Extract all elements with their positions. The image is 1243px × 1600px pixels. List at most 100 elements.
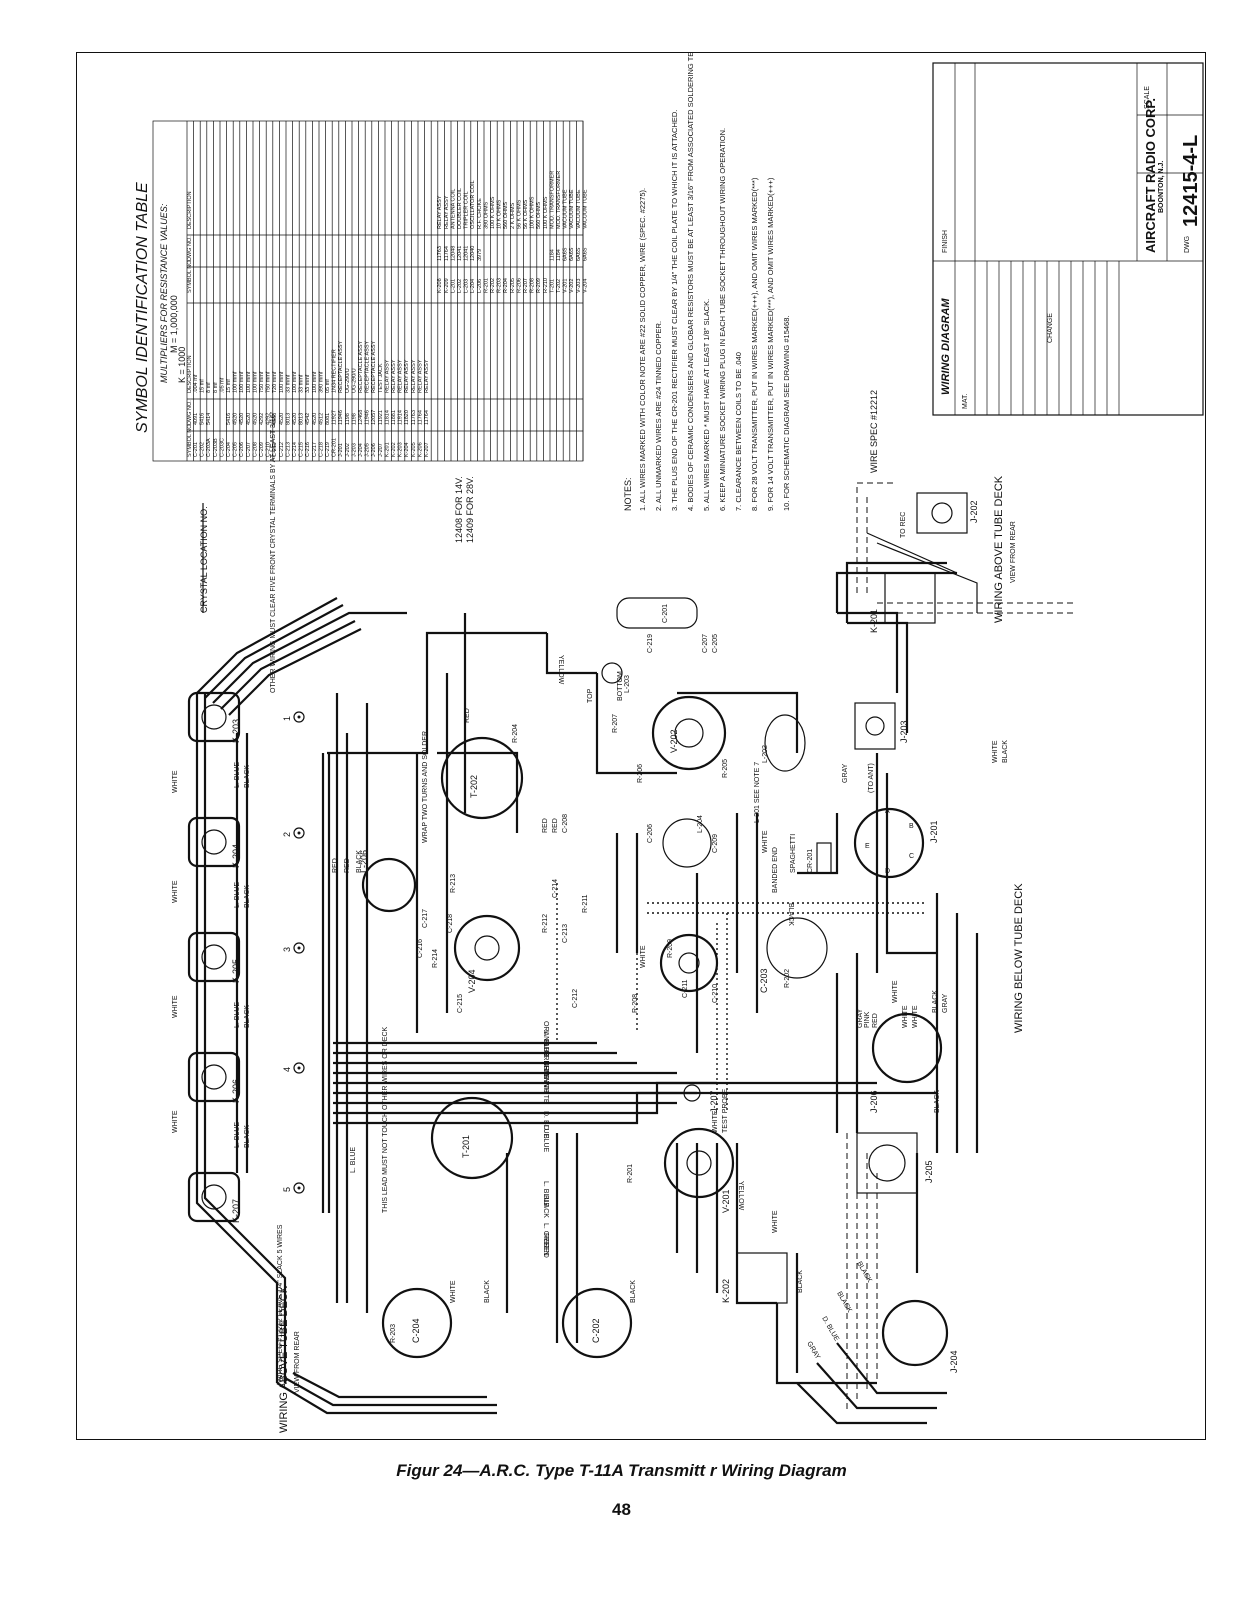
wire-red-3: RED <box>464 708 471 723</box>
resistor-r201-label: R-201 <box>627 1164 634 1183</box>
relay-bank: K-203 K-204 K-205 K-206 K-207 <box>187 691 241 1223</box>
relay-k204: K-204 <box>187 816 241 868</box>
symbol-row-dwg: 4520 <box>312 413 318 425</box>
wire-dblue-1: D. BLUE <box>542 1111 549 1139</box>
crystal-position-3: 3 <box>282 947 292 952</box>
symbol-row-description: RELAY ASSY <box>391 359 397 393</box>
symbol-row-symbol: V-203 <box>576 279 582 293</box>
relay-k207: K-207 <box>187 1171 241 1223</box>
wrap-note-label: WRAP TWO TURNS AND SOLDER <box>422 731 429 843</box>
other-wiring-note-text: OTHER WIRING MUST CLEAR FIVE FRONT CRYST… <box>270 411 277 693</box>
symbol-row-symbol: R-202 <box>490 278 496 293</box>
wire-lblue-1: L. BLUE <box>234 762 241 788</box>
connector-j204-label: J-204 <box>949 1350 959 1373</box>
wire-white-2: WHITE <box>172 880 179 903</box>
symbol-table-title: SYMBOL IDENTIFICATION TABLE <box>134 182 151 433</box>
coil-l202: L-202 <box>762 714 806 772</box>
symbol-row-symbol: K-207 <box>424 442 430 457</box>
symbol-row-description: 1N34 RECTIFIER <box>332 349 338 393</box>
wire-black-5: BLACK <box>356 850 363 873</box>
symbol-row-symbol: C-217 <box>312 442 318 457</box>
symbol-row-symbol: L-201 <box>450 279 456 293</box>
symbol-header-description-2: DESCRIPTION <box>187 191 193 229</box>
wire-white-1: WHITE <box>172 770 179 793</box>
wire-dblue-3: D. BLUE <box>820 1316 840 1343</box>
capacitor-c210-label: C-210 <box>712 984 719 1003</box>
symbol-table: SYMBOL IDENTIFICATION TABLE MULTIPLIERS … <box>134 120 588 462</box>
symbol-row-description: 720 mmf <box>272 371 278 393</box>
symbol-row-description: RELAY ASSY <box>444 195 450 229</box>
wire-yellow-1: YELLOW <box>557 655 564 685</box>
symbol-row-dwg: 6A6S <box>569 247 575 261</box>
symbol-row-symbol: K-203 <box>398 442 404 457</box>
title-block-dwg-label: DWG <box>1184 236 1191 253</box>
symbol-row-description: RECEPTACLE ASSY <box>338 341 344 393</box>
wire-white-14: WHITE <box>912 1005 919 1028</box>
capacitor-c203-label: C-203 <box>759 968 769 993</box>
capacitor-c215-label: C-215 <box>457 994 464 1013</box>
coil-l203-label: L-203 <box>624 675 631 693</box>
connector-j202: J-202 <box>916 492 979 534</box>
rectifier-cr201: CR-201 <box>807 842 832 874</box>
top-label: TOP <box>587 688 594 703</box>
symbol-row-description: RELAY ASSY <box>384 359 390 393</box>
title-block-finish-label: FINISH <box>942 230 949 253</box>
resistor-r214-label: R-214 <box>432 949 439 968</box>
page-number: 48 <box>612 1500 631 1519</box>
symbol-row-description: VACUUM TUBE <box>576 189 582 229</box>
wire-lblue-6: L. BLUE <box>542 1181 549 1207</box>
symbol-row-symbol: J-204 <box>358 443 364 457</box>
wire-white-15: WHITE <box>902 1005 909 1028</box>
coil-l206-label: L-206 <box>359 850 369 873</box>
symbol-row-dwg: 11946 <box>338 410 344 425</box>
symbol-row-symbol: C-211 <box>272 442 278 457</box>
symbol-row-symbol: C-203A <box>206 438 212 457</box>
symbol-row-symbol: R-203 <box>497 278 503 293</box>
note-item: 1. ALL WIRES MARKED WITH COLOR NOTE ARE … <box>638 188 647 511</box>
symbol-row-dwg: 12040 <box>470 246 476 261</box>
symbol-row-description: TEST JACK <box>378 363 384 393</box>
symbol-row-description: 100 mmf <box>252 371 258 393</box>
resistor-r202-label: R-202 <box>784 969 791 988</box>
wiring-diagram: SYMBOL IDENTIFICATION TABLE MULTIPLIERS … <box>134 53 1204 1433</box>
symbol-row-description: 750 mmf <box>266 371 272 393</box>
tube-v204: V-204 <box>453 914 521 993</box>
connector-pins: A B C D E <box>865 808 914 875</box>
symbol-row-symbol: C-215 <box>299 442 305 457</box>
connector-j201: J-201 <box>853 807 939 879</box>
symbol-row-dwg: 1198 <box>351 413 357 425</box>
other-wiring-note: OTHER WIRING MUST CLEAR FIVE FRONT CRYST… <box>270 411 277 693</box>
symbol-row-description: 15 mf <box>200 379 206 393</box>
relay-k203: K-203 <box>187 691 241 743</box>
crystal-position-4: 4 <box>282 1067 292 1072</box>
symbol-row-description: RELAY ASSY <box>398 359 404 393</box>
to-ant-label: (TO ANT) <box>868 763 875 793</box>
symbol-row-description: VACUUM TUBE <box>582 189 588 229</box>
relay-k202: K-202 <box>721 1252 788 1304</box>
symbol-row-description: 05 mf <box>325 379 331 393</box>
symbol-table-multiplier-m: M = 1,000,000 <box>169 295 179 353</box>
symbol-row-symbol: C-214 <box>292 442 298 457</box>
symbol-row-dwg: 1184 <box>549 249 555 261</box>
notes-heading: NOTES: <box>623 477 633 511</box>
symbol-header-symbol: SYMBOL NO. <box>187 423 193 457</box>
symbol-row-dwg: 11820 <box>404 410 410 425</box>
symbol-row-description: 100 mmf <box>312 371 318 393</box>
relay-k207-label: K-207 <box>231 1199 241 1223</box>
crystal-position-2: 2 <box>282 832 292 837</box>
wire-dblue-2: D. BLUE <box>542 1125 549 1153</box>
symbol-row-dwg: 12041 <box>457 246 463 261</box>
symbol-row-symbol: K-208 <box>437 278 443 293</box>
tube-v201: V-201 <box>663 1127 735 1213</box>
to-rec-label: TO REC <box>900 512 907 538</box>
capacitor-c208-label: C-208 <box>562 814 569 833</box>
connector-j207: J-207 <box>683 1084 719 1113</box>
symbol-row-description: 56 K OHMS <box>523 199 529 229</box>
capacitor-c207-label: C-207 <box>702 634 709 653</box>
symbol-row-description: 390 OHMS <box>483 201 489 229</box>
symbol-row-description: 390 mmf <box>318 371 324 393</box>
symbol-row-dwg: 11927 <box>332 410 338 425</box>
symbol-row-symbol: C-203C <box>219 438 225 457</box>
symbol-row-description: .004 mf <box>193 374 199 393</box>
notes-block: NOTES: 1. ALL WIRES MARKED WITH COLOR NO… <box>623 53 791 511</box>
